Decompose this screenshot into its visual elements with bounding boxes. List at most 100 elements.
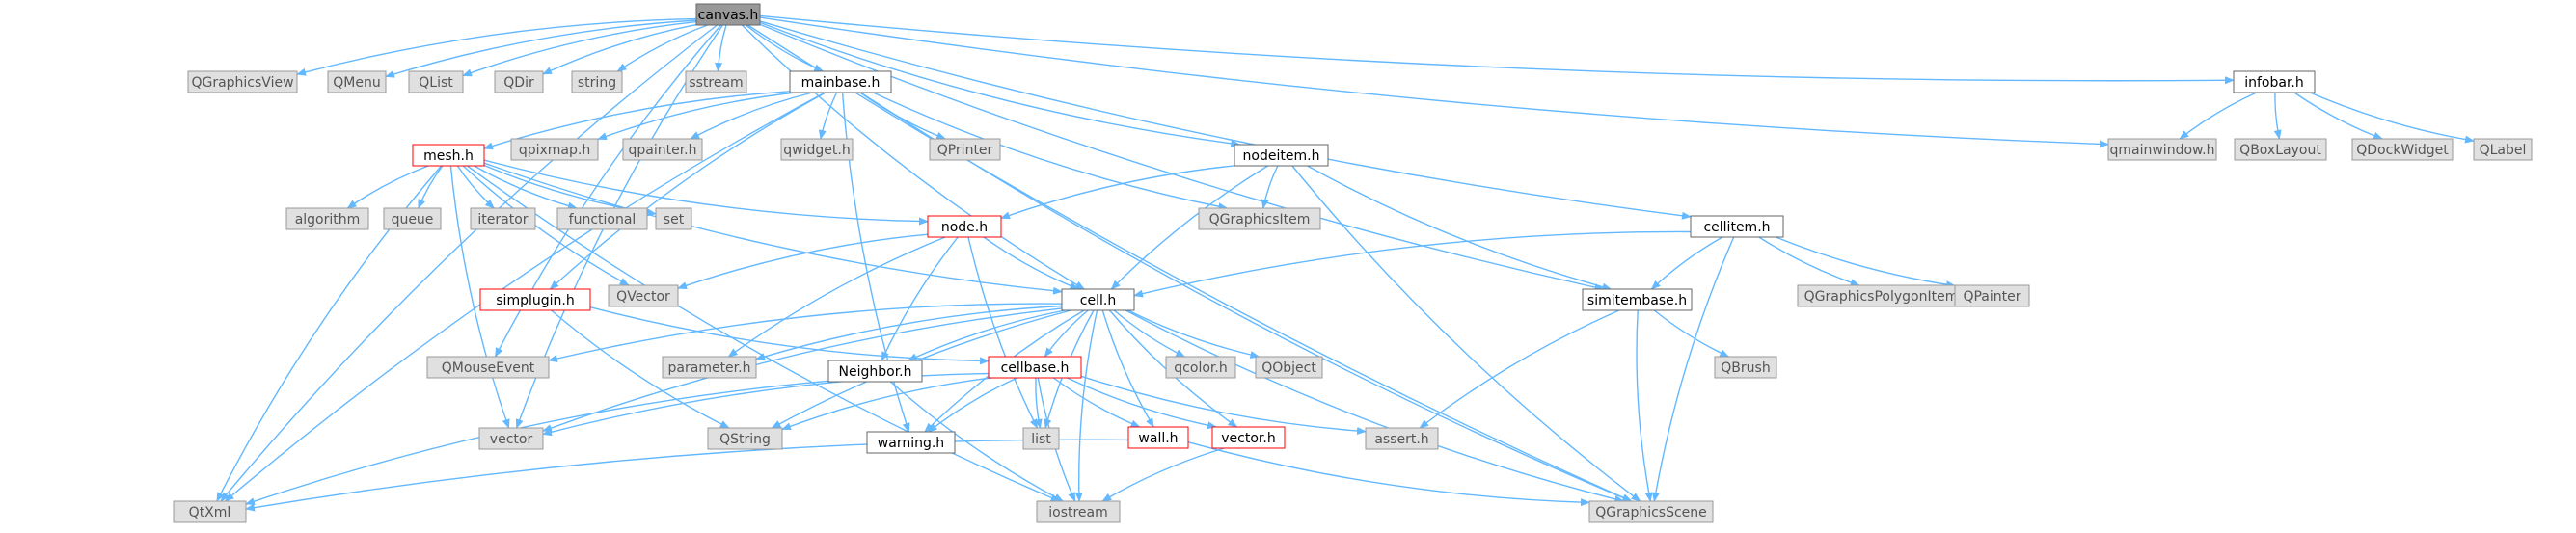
node-box [1690,215,1784,238]
node-box [622,138,703,161]
edge-cellbase-to-warning [927,377,1018,433]
node-box [556,207,648,230]
node-cell[interactable]: cell.h [1061,288,1135,311]
edge-canvas-to-qgscene [747,24,1633,502]
node-qgscene: QGraphicsScene [1588,500,1714,523]
node-qgv: QGraphicsView [187,70,298,93]
edge-nodeitem-to-qgscene [1291,165,1641,502]
node-label: cellitem.h [1703,220,1770,235]
node-simplugin[interactable]: simplugin.h [479,288,591,311]
edge-mainbase-to-qprinter [859,92,947,140]
node-label: QPainter [1963,289,2020,305]
edge-mesh-to-queue [418,165,444,209]
node-qdir: QDir [494,70,544,93]
node-assert: assert.h [1365,427,1439,450]
edge-node-to-list [967,236,1039,429]
edge-canvas-to-qtxml [220,24,718,502]
node-vectorh[interactable]: vector.h [1211,426,1286,449]
node-box [510,138,599,161]
node-box [408,70,464,93]
edge-mesh-to-node [483,159,929,226]
node-infobar[interactable]: infobar.h [2233,70,2316,93]
edge-node-to-neighbor [881,236,959,361]
edge-infobar-to-qboxlayout [2273,92,2282,140]
node-box [927,215,1002,238]
node-parameter: parameter.h [662,356,757,379]
node-label: QString [719,432,771,447]
edge-vectorh-to-iostream [1101,447,1225,502]
node-label: nodeitem.h [1243,148,1320,164]
node-label: node.h [941,220,988,235]
node-label: iostream [1048,505,1108,520]
node-box [2473,138,2533,161]
edge-cellitem-to-qgpolyitem [1758,236,1860,286]
node-box [695,3,761,26]
edge-mainbase-to-qpainterh [690,92,813,140]
node-cellbase[interactable]: cellbase.h [988,356,1082,379]
node-box [929,138,1001,161]
node-warning[interactable]: warning.h [866,431,956,454]
edge-layer [216,14,2475,512]
node-label: QGraphicsPolygonItem [1804,289,1959,305]
node-box [327,70,387,93]
node-box [187,70,298,93]
node-box [470,207,536,230]
node-label: mainbase.h [801,75,881,91]
edge-wall-to-qgscene [1187,441,1590,507]
edge-nodeitem-to-qgitem [1261,165,1279,209]
node-box [173,500,247,523]
node-box [1714,356,1777,379]
node-simitembase[interactable]: simitembase.h [1582,288,1693,311]
node-label: wall.h [1138,431,1178,446]
node-label: QBrush [1721,360,1770,376]
node-box [1211,426,1286,449]
edge-node-to-cell [983,236,1080,290]
node-box [285,207,369,230]
node-label: QList [419,75,453,91]
node-label: QMouseEvent [442,360,535,376]
node-label: QGraphicsItem [1209,212,1311,227]
node-qlist: QList [408,70,464,93]
node-set: set [655,207,692,230]
node-iterator: iterator [470,207,536,230]
node-label: QLabel [2480,143,2527,158]
edge-cell-to-neighbor [907,309,1066,361]
node-box [866,431,956,454]
node-label: cell.h [1080,293,1116,308]
node-wall[interactable]: wall.h [1127,426,1189,449]
node-mesh[interactable]: mesh.h [412,144,485,167]
node-label: assert.h [1374,432,1428,447]
node-box [2233,70,2316,93]
node-neighbor[interactable]: Neighbor.h [827,360,923,383]
node-label: vector.h [1221,431,1275,446]
node-box [827,360,923,383]
node-box [1198,207,1321,230]
node-cellitem[interactable]: cellitem.h [1690,215,1784,238]
node-box [2234,138,2327,161]
node-label: set [664,212,685,227]
node-mainbase[interactable]: mainbase.h [789,70,892,93]
node-label: QPrinter [937,143,993,158]
edge-neighbor-to-qtxml [245,380,829,505]
edge-simitembase-to-qgscene [1636,309,1653,502]
edge-mesh-to-iterator [456,165,495,209]
node-label: simitembase.h [1587,293,1687,308]
node-node[interactable]: node.h [927,215,1002,238]
node-box [608,284,679,307]
node-label: cellbase.h [1001,360,1070,376]
edge-nodeitem-to-simitembase [1307,165,1613,291]
node-algorithm: algorithm [285,207,369,230]
edge-mesh-to-algorithm [346,165,429,209]
node-label: QtXml [189,505,231,520]
edge-cell-to-vector [542,307,1063,432]
node-qmainwindow: qmainwindow.h [2107,138,2217,161]
node-box [1127,426,1189,449]
node-label: queue [392,212,434,227]
edge-wall-to-qtxml [245,439,1129,512]
node-qobject: QObject [1255,356,1323,379]
node-qprinter: QPrinter [929,138,1001,161]
node-vector: vector [478,427,544,450]
node-nodeitem[interactable]: nodeitem.h [1234,144,1329,167]
